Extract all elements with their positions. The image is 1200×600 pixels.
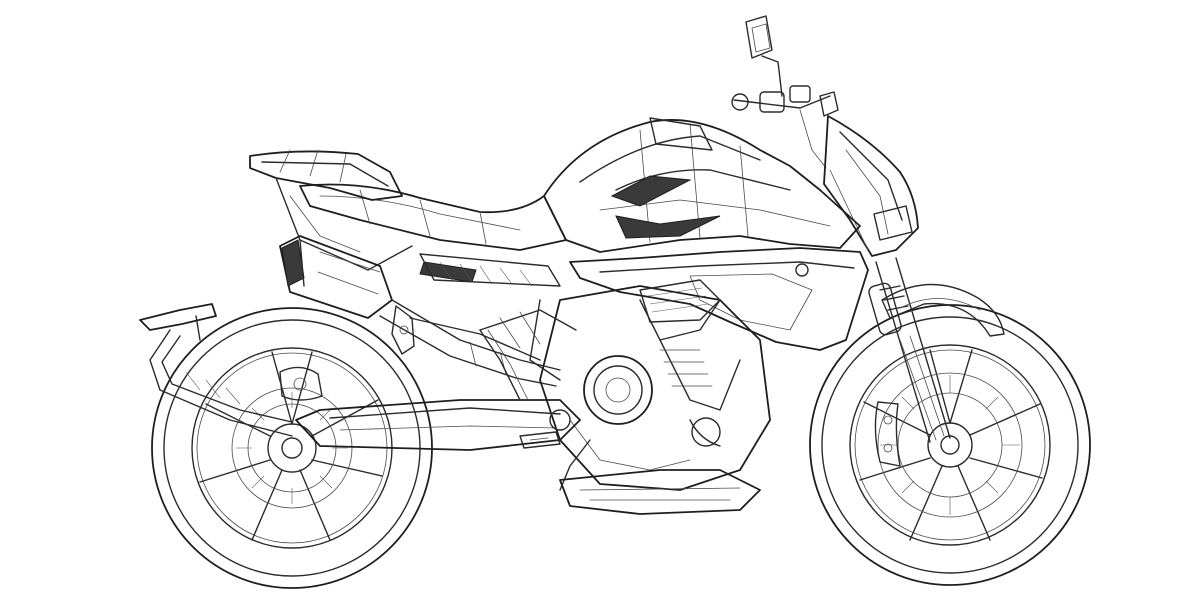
exhaust-pipe [379, 299, 561, 387]
front-fork [868, 257, 951, 443]
rear-footpeg-bracket [391, 305, 415, 355]
front-wheel-spokes [859, 349, 1043, 541]
rear-wheel-spokes [199, 351, 383, 541]
engine-frame [409, 299, 577, 381]
side-shroud [569, 215, 869, 351]
fuel-tank [543, 117, 861, 253]
footpeg [519, 431, 561, 449]
rear-caliper [279, 366, 323, 401]
rear-hugger-bracket [139, 303, 293, 437]
front-caliper [874, 401, 901, 467]
exhaust-muffler [279, 235, 393, 319]
seat [299, 183, 567, 251]
radiator-vents [419, 253, 561, 287]
tail-section [249, 149, 413, 271]
front-wheel [809, 304, 1091, 586]
headlight-cowl [823, 115, 919, 257]
swingarm [295, 399, 581, 451]
mirror [745, 15, 783, 97]
engine-cylinder-head [639, 279, 721, 323]
oil-sump [559, 469, 761, 515]
handlebar [731, 85, 839, 169]
engine-block [539, 285, 771, 491]
rear-shock-link [479, 329, 529, 401]
front-fender [881, 283, 1005, 337]
front-brake-disc [877, 372, 1023, 518]
rear-brake-disc [231, 387, 353, 509]
